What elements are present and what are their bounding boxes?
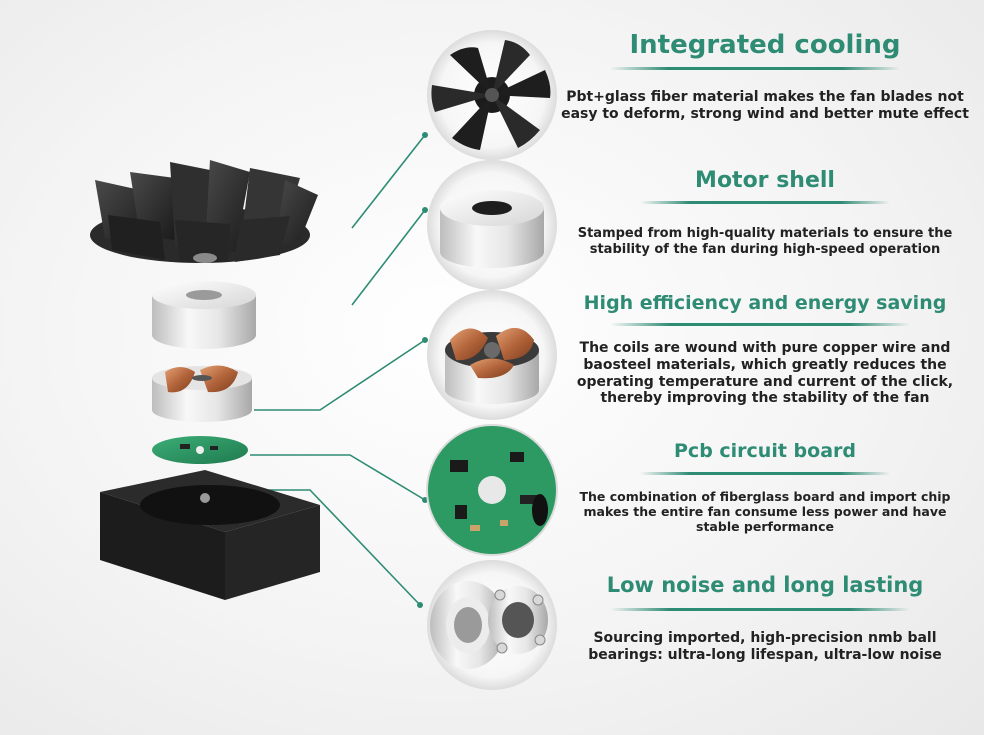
desc-line: makes the entire fan consume less power … <box>583 504 947 519</box>
impeller-detail-photo <box>427 30 557 160</box>
stator-coil-part <box>152 365 252 422</box>
feature-title-pcb: Pcb circuit board <box>674 440 856 462</box>
pcb-detail-photo <box>426 424 558 556</box>
feature-desc-low-noise: Sourcing imported, high-precision nmb ba… <box>560 630 970 664</box>
feature-desc-motor-shell: Stamped from high-quality materials to e… <box>560 226 970 257</box>
feature-title-integrated-cooling: Integrated cooling <box>629 30 901 60</box>
desc-line: thereby improving the stability of the f… <box>600 390 930 407</box>
feature-rule <box>640 201 890 204</box>
connector-dot-impeller <box>422 132 428 138</box>
fan-impeller-part <box>90 160 318 263</box>
connector-line-pcb <box>250 454 426 501</box>
desc-line: operating temperature and current of the… <box>576 373 954 390</box>
connector-dot-pcb <box>422 497 428 503</box>
desc-line: The combination of fiberglass board and … <box>579 489 951 504</box>
connector-lines <box>205 132 428 608</box>
feature-rule <box>640 472 890 475</box>
desc-line: Sourcing imported, high-precision nmb ba… <box>593 630 937 646</box>
desc-line: easy to deform, strong wind and better m… <box>561 105 969 122</box>
desc-line: stable performance <box>696 519 834 534</box>
feature-desc-pcb: The combination of fiberglass board and … <box>560 489 970 534</box>
connector-dot-coil <box>422 337 428 343</box>
bearing-detail-photo <box>427 560 557 690</box>
feature-title-high-efficiency: High efficiency and energy saving <box>583 292 947 314</box>
desc-line: Stamped from high-quality materials to e… <box>577 226 953 241</box>
fan-frame-part <box>100 470 320 600</box>
connector-line-shell <box>351 209 426 306</box>
feature-desc-integrated-cooling: Pbt+glass fiber material makes the fan b… <box>560 89 970 123</box>
feature-title-motor-shell: Motor shell <box>695 168 835 193</box>
pcb-part <box>152 436 248 464</box>
connector-line-coil <box>254 339 426 411</box>
desc-line: Pbt+glass fiber material makes the fan b… <box>566 89 964 105</box>
motor-shell-part <box>152 281 256 349</box>
feature-rule <box>610 323 910 326</box>
connector-dot-bearing <box>417 602 423 608</box>
connector-dot-shell <box>422 207 428 213</box>
feature-rule <box>610 608 910 611</box>
feature-desc-high-efficiency: The coils are wound with pure copper wir… <box>560 340 970 407</box>
connector-line-impeller <box>351 134 426 229</box>
coil-detail-photo <box>427 290 557 420</box>
motor-shell-detail-photo <box>427 160 557 290</box>
desc-line: bearings: ultra-long lifespan, ultra-low… <box>588 646 942 663</box>
desc-line: The coils are wound with pure copper wir… <box>579 340 951 356</box>
feature-title-low-noise: Low noise and long lasting <box>606 573 924 597</box>
desc-line: stability of the fan during high-speed o… <box>589 241 941 257</box>
feature-rule <box>610 67 900 70</box>
desc-line: baosteel materials, which greatly reduce… <box>583 356 947 373</box>
